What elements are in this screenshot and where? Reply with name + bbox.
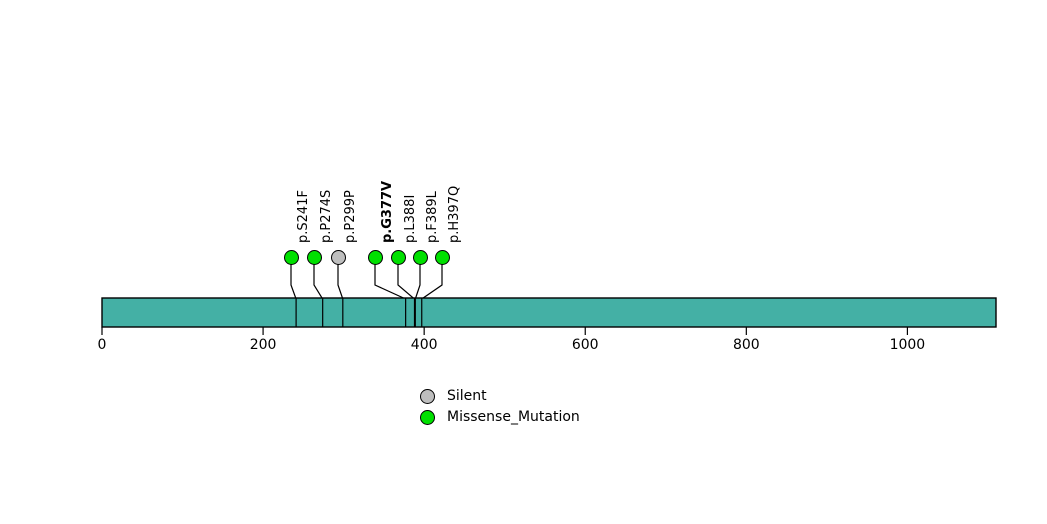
x-axis-ticks (101, 327, 909, 335)
mutation-label: p.P274S (319, 189, 334, 243)
x-axis-tick-label: 200 (249, 337, 277, 353)
lollipop-head[interactable] (283, 249, 299, 265)
x-axis-tick-label: 1000 (889, 337, 926, 353)
mutation-label: p.F389L (425, 191, 440, 243)
legend-label: Silent (447, 388, 487, 404)
lollipop-head[interactable] (412, 249, 428, 265)
x-axis-tick-label: 400 (410, 337, 438, 353)
mutation-label: p.L388I (403, 194, 418, 243)
lollipop-stems (290, 264, 443, 327)
lollipop-head[interactable] (367, 249, 383, 265)
x-axis-tick-label: 800 (732, 337, 760, 353)
mutation-label: p.S241F (296, 190, 311, 243)
lollipop-head[interactable] (330, 249, 346, 265)
x-axis-tick-label: 600 (571, 337, 599, 353)
mutation-label: p.H397Q (447, 185, 462, 243)
legend-label: Missense_Mutation (447, 409, 580, 425)
lollipop-head[interactable] (434, 249, 450, 265)
mutation-label: p.P299P (343, 190, 358, 243)
mutation-label: p.G377V (380, 180, 395, 243)
legend-swatch[interactable] (420, 389, 435, 404)
protein-backbone-bar (101, 297, 997, 328)
lollipop-head[interactable] (390, 249, 406, 265)
legend-swatch[interactable] (420, 410, 435, 425)
stem-overlays (295, 298, 423, 327)
lollipop-head[interactable] (306, 249, 322, 265)
x-axis-tick-label: 0 (97, 337, 107, 353)
